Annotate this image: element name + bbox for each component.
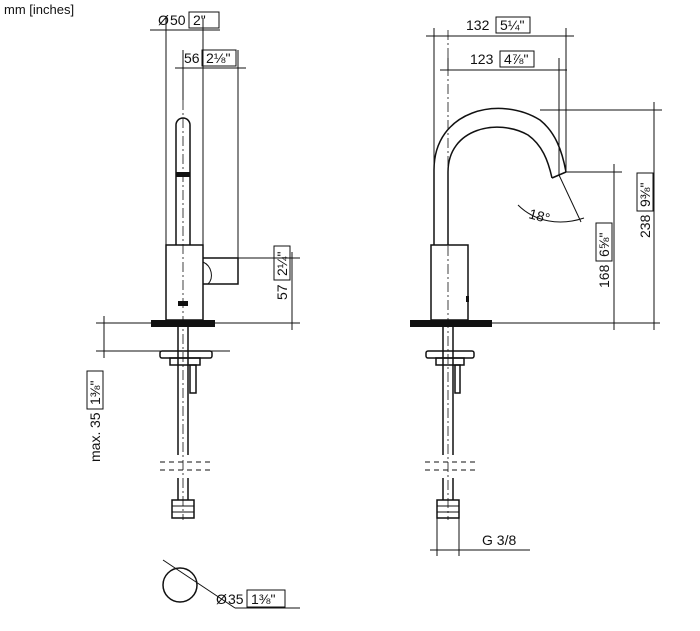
units-note: mm [inches] xyxy=(4,2,74,17)
front-mount-washer xyxy=(159,350,213,359)
reach-inner-inch: 4⅞" xyxy=(504,51,528,67)
reach-outer-inch: 5¼" xyxy=(500,17,524,33)
dim-connection: G 3/8 xyxy=(430,518,530,556)
max-thickness-prefix: max. xyxy=(87,432,103,462)
front-mount-nut xyxy=(169,357,201,366)
side-mount-nut xyxy=(435,357,465,366)
front-lever xyxy=(203,257,239,285)
total-height-inch: 9⅜" xyxy=(637,183,653,207)
front-spout xyxy=(175,117,191,245)
mounting-hole-circle xyxy=(162,567,198,603)
spout-diameter-mm: 50 xyxy=(170,12,186,28)
dim-lever-height: 57 2¼" xyxy=(238,245,300,330)
front-hose-connector xyxy=(171,499,195,519)
lever-width-inch: 2⅛" xyxy=(206,50,230,66)
hole-diameter-symbol: Ø xyxy=(216,591,227,607)
hole-diameter-inch: 1⅜" xyxy=(251,591,275,607)
hole-diameter-mm: 35 xyxy=(228,591,244,607)
spout-angle-label: 18° xyxy=(527,205,552,226)
dim-hole-diameter: Ø 35 1⅜" xyxy=(216,589,300,609)
dim-reach-inner: 123 4⅞" xyxy=(440,50,567,175)
dim-outlet-height: 168 6⅝" xyxy=(566,164,622,330)
dim-total-height: 238 9⅜" xyxy=(540,102,662,330)
front-body-sensor xyxy=(178,301,188,306)
connection-label: G 3/8 xyxy=(482,532,516,548)
spout-diameter-inch: 2" xyxy=(193,12,206,28)
side-view xyxy=(410,30,660,520)
reach-outer-mm: 132 xyxy=(466,17,490,33)
dim-max-thickness: max. 35 1⅜" xyxy=(86,316,105,462)
side-hose-connector xyxy=(436,499,460,519)
front-threaded-rod xyxy=(189,364,197,394)
front-view xyxy=(96,100,300,609)
dim-spout-angle: 18° xyxy=(517,174,585,226)
max-thickness-mm: 35 xyxy=(87,412,103,428)
reach-inner-mm: 123 xyxy=(470,51,494,67)
max-thickness-inch: 1⅜" xyxy=(87,381,103,405)
spout-diameter-symbol: Ø xyxy=(158,12,169,28)
front-spout-aerator xyxy=(176,172,190,177)
outlet-height-inch: 6⅝" xyxy=(596,233,612,257)
dim-reach-outer: 132 5¼" xyxy=(426,16,574,172)
lever-width-mm: 56 xyxy=(184,50,200,66)
lever-height-inch: 2¼" xyxy=(274,252,290,276)
side-body xyxy=(430,244,469,321)
front-body xyxy=(165,244,204,321)
lever-height-mm: 57 xyxy=(274,284,290,300)
total-height-mm: 238 xyxy=(637,214,653,238)
side-spout-inner xyxy=(447,126,553,245)
side-mount-washer xyxy=(425,350,475,359)
dim-spout-diameter: Ø 50 2" xyxy=(150,11,220,245)
outlet-height-mm: 168 xyxy=(596,264,612,288)
dim-lever-width: 56 2⅛" xyxy=(175,49,246,258)
